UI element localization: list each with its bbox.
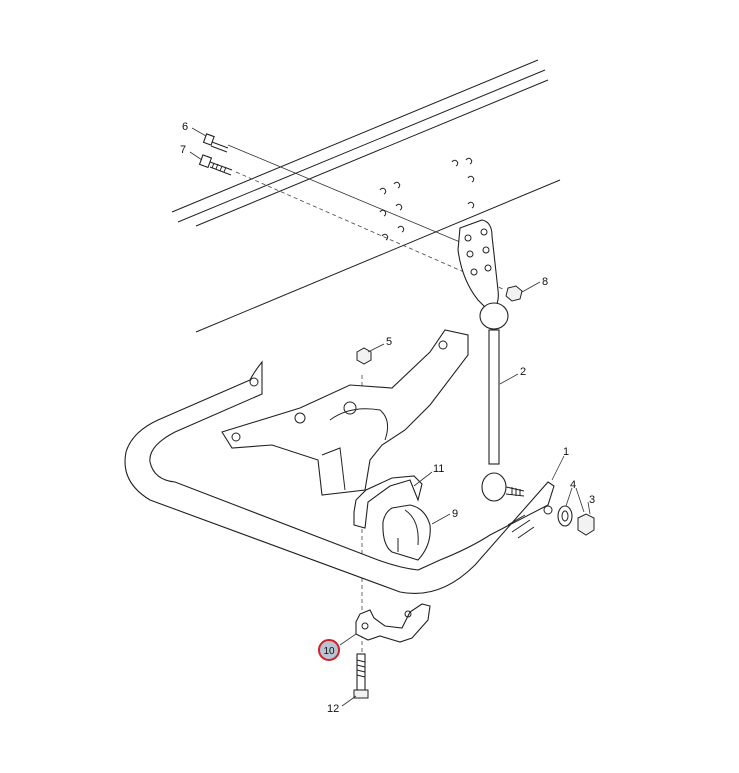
callout-1: 1 bbox=[563, 446, 569, 458]
subframe-bracket bbox=[221, 329, 469, 496]
callout-12: 12 bbox=[327, 703, 339, 715]
nut-8-icon bbox=[505, 285, 523, 302]
highlight-ring bbox=[318, 639, 340, 661]
nut-5-icon bbox=[356, 347, 372, 365]
callout-6: 6 bbox=[182, 121, 188, 133]
leader-lines bbox=[189, 127, 591, 707]
bolt-7-icon bbox=[198, 154, 233, 176]
callout-9: 9 bbox=[452, 508, 458, 520]
stabilizer-bar-1 bbox=[124, 360, 555, 595]
callout-4: 4 bbox=[570, 479, 576, 491]
chassis-frame bbox=[171, 59, 561, 333]
link-bracket bbox=[457, 219, 499, 313]
callout-5: 5 bbox=[386, 336, 392, 348]
bolt-12-icon bbox=[353, 653, 369, 699]
clamp-lower-10 bbox=[355, 603, 431, 643]
drop-link-2 bbox=[479, 302, 525, 502]
washer-4-icon bbox=[557, 505, 573, 527]
callout-3: 3 bbox=[589, 494, 595, 506]
bolt-6-icon bbox=[202, 133, 229, 153]
nut-3-icon bbox=[577, 513, 595, 536]
callout-labels: 6 7 8 5 2 1 4 3 11 9 12 bbox=[180, 121, 595, 715]
clamp-upper-11 bbox=[353, 475, 423, 529]
callout-10-highlight[interactable]: 10 bbox=[318, 639, 340, 661]
bush-9-icon bbox=[382, 504, 431, 561]
callout-8: 8 bbox=[542, 276, 548, 288]
callout-2: 2 bbox=[520, 366, 526, 378]
callout-7: 7 bbox=[180, 144, 186, 156]
frame-holes bbox=[379, 157, 475, 241]
callout-10: 10 bbox=[323, 646, 335, 657]
callout-11: 11 bbox=[433, 463, 444, 475]
